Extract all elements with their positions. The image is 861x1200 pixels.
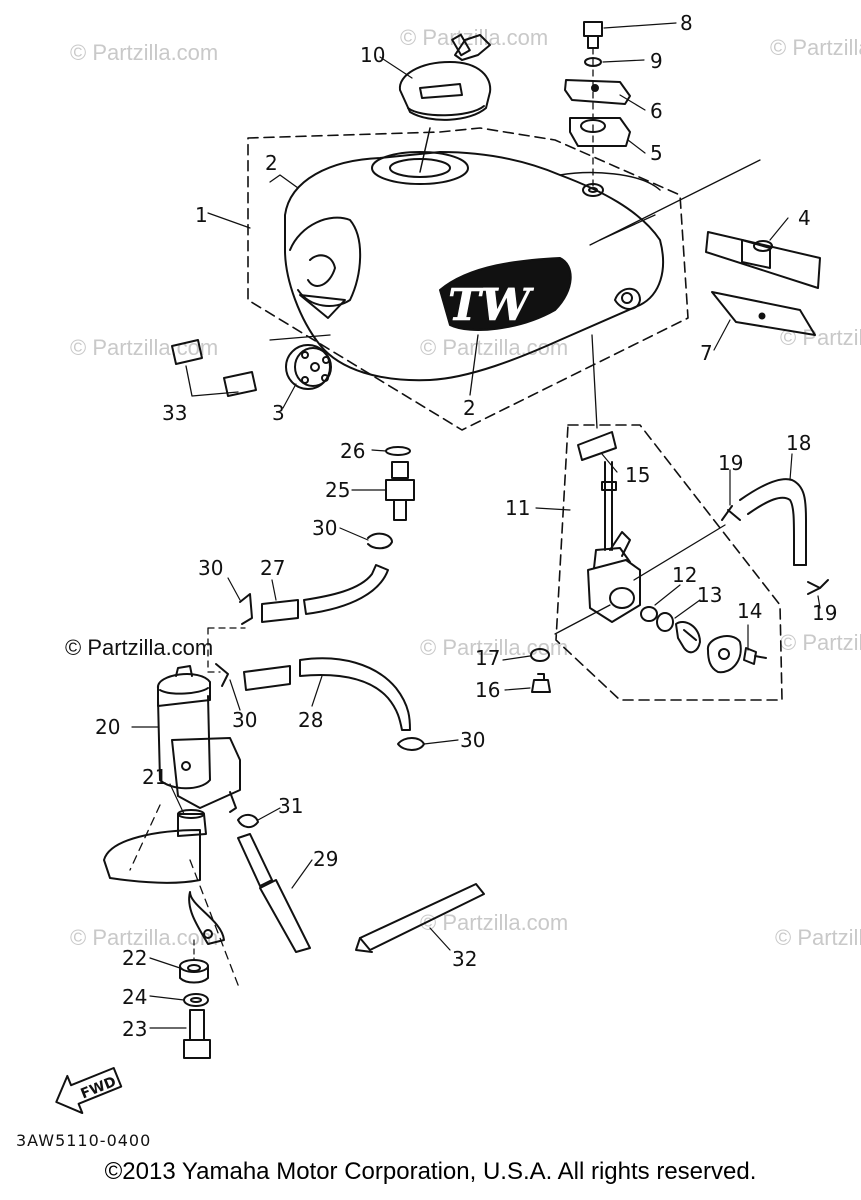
clip-31 [237,814,259,828]
joint-25 [385,461,415,521]
callout-27: 27 [260,556,285,580]
callout-20: 20 [95,715,120,739]
washer-9 [584,57,602,67]
clip-30-upper [367,532,393,550]
callout-28: 28 [298,708,323,732]
bolt-8 [583,21,603,49]
watermark: © Partzilla.com [780,630,861,655]
fuel-cock-boundary [555,424,783,701]
callout-30: 30 [198,556,223,580]
callout-11: 11 [505,496,530,520]
mount-bracket [103,829,225,945]
watermark: © Partzilla.com [70,40,218,65]
hose-28 [243,657,411,731]
callout-16: 16 [475,678,500,702]
watermark: © Partzilla.com [775,925,861,950]
callout-7: 7 [700,341,713,365]
callout-25: 25 [325,478,350,502]
callout-2: 2 [463,396,476,420]
diagram-code: 3AW5110-0400 [16,1131,151,1150]
watermark: © Partzilla.com [780,325,861,350]
callout-33: 33 [162,401,187,425]
lever-plate [675,621,701,654]
clip-30-mid [215,663,229,687]
forward-arrow-icon: FWD [55,1067,123,1115]
callout-19: 19 [812,601,837,625]
clip-19 [721,505,829,595]
pads-33 [171,339,257,397]
watermark: © Partzilla.com [420,635,568,660]
hose-29 [237,833,311,953]
fuel-pump [157,665,241,813]
tank-logo: TW [448,280,535,331]
callout-22: 22 [122,946,147,970]
callout-21: 21 [142,765,167,789]
clip-30-lower [397,737,425,751]
callout-10: 10 [360,43,385,67]
clip-26 [385,446,411,456]
hose-18 [739,478,807,566]
callout-8: 8 [680,11,693,35]
watermark: © Partzilla.com [420,335,568,360]
callout-26: 26 [340,439,365,463]
washer-17 [530,648,550,662]
callout-30: 30 [232,708,257,732]
callout-numbers: 10 8 9 6 5 4 7 2 1 2 3 33 15 11 12 13 14… [95,11,837,1041]
callout-31: 31 [278,794,303,818]
watermark: © Partzilla.com [70,925,218,950]
cap-3 [285,344,332,390]
fuel-cock [587,461,641,623]
grommet [582,183,604,197]
callout-29: 29 [313,847,338,871]
callout-13: 13 [697,583,722,607]
callout-19: 19 [718,451,743,475]
damper-21 [177,809,207,837]
callout-30: 30 [312,516,337,540]
callout-5: 5 [650,141,663,165]
callout-12: 12 [672,563,697,587]
damper-7 [711,291,816,336]
band-32 [355,883,485,953]
gasket-15 [577,431,617,461]
watermark: © Partzilla.com [770,35,861,60]
callout-15: 15 [625,463,650,487]
washer-12 [640,606,658,622]
callout-17: 17 [475,646,500,670]
leader-tank-bracket [589,159,761,246]
diagram-canvas: © Partzilla.com © Partzilla.com © Partzi… [16,11,861,1150]
callout-9: 9 [650,49,663,73]
clip-30-left [239,593,253,625]
callout-6: 6 [650,99,663,123]
plate-6 [564,79,631,105]
watermarks: © Partzilla.com © Partzilla.com © Partzi… [70,25,861,950]
fuel-tank: TW [284,151,665,382]
drain-bolt-16 [531,673,551,693]
oring-13 [656,612,674,632]
leader-lines [131,22,821,1029]
watermark-dark: © Partzilla.com [65,635,213,660]
watermark: © Partzilla.com [70,335,218,360]
bolt-23 [183,1009,211,1059]
hose-27 [261,564,389,623]
copyright-notice: ©2013 Yamaha Motor Corporation, U.S.A. A… [104,1158,757,1185]
washer-24 [183,993,209,1007]
callout-4: 4 [798,206,811,230]
bracket-4 [705,231,821,289]
collar-22 [179,959,209,984]
screw-14 [743,647,767,665]
callout-14: 14 [737,599,762,623]
callout-18: 18 [786,431,811,455]
callout-30: 30 [460,728,485,752]
callout-32: 32 [452,947,477,971]
cover-plate [707,635,742,674]
damper-5 [569,117,631,147]
callout-3: 3 [272,401,285,425]
fuel-cap [398,33,492,173]
callout-24: 24 [122,985,147,1009]
fwd-label: FWD [79,1074,119,1103]
callout-2: 2 [265,151,278,175]
callout-23: 23 [122,1017,147,1041]
callout-1: 1 [195,203,208,227]
